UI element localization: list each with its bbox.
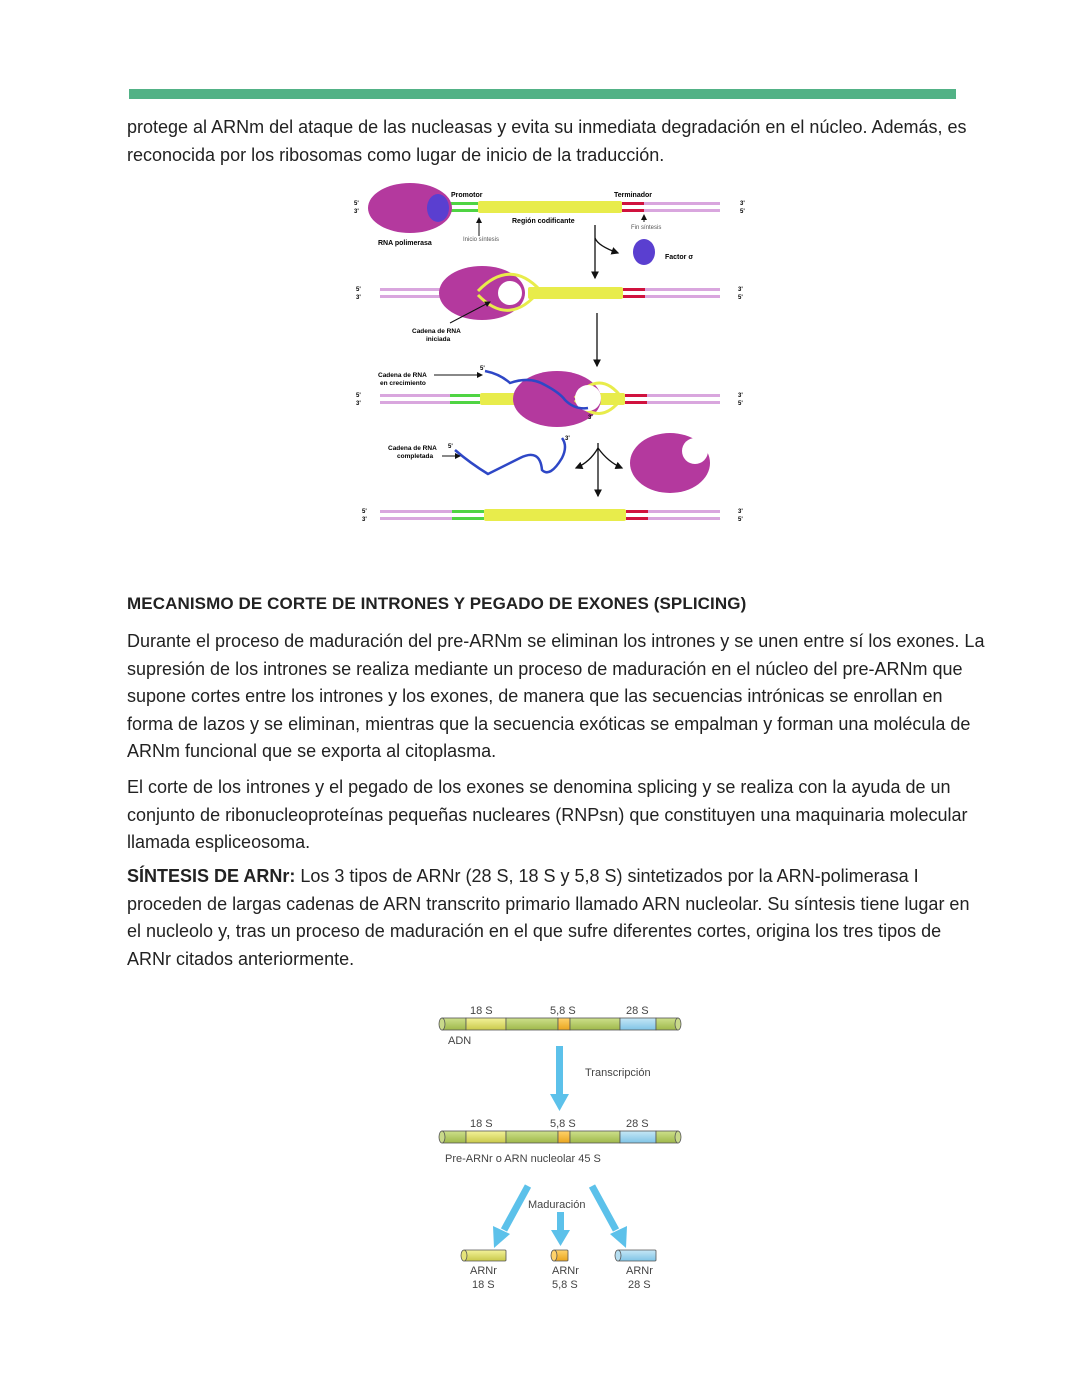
maturation-arrows: Maduración	[493, 1184, 627, 1248]
label-promotor: Promotor	[451, 192, 483, 199]
paragraph-splicing: El corte de los intrones y el pegado de …	[127, 777, 968, 852]
completed-rna-strand	[454, 437, 567, 476]
label-maduracion: Maduración	[528, 1199, 585, 1211]
svg-text:18 S: 18 S	[470, 1005, 493, 1017]
svg-text:5': 5'	[362, 509, 367, 515]
header-accent-bar	[129, 89, 956, 99]
paragraph-maduracion: Durante el proceso de maduración del pre…	[127, 631, 985, 761]
svg-text:completada: completada	[397, 453, 434, 460]
sigma-factor-released	[633, 239, 655, 265]
svg-text:5': 5'	[480, 366, 485, 372]
svg-text:3': 3'	[588, 415, 593, 421]
svg-text:28 S: 28 S	[626, 1005, 649, 1017]
svg-text:3': 3'	[362, 517, 367, 523]
svg-text:5': 5'	[448, 444, 453, 450]
svg-text:5': 5'	[740, 209, 745, 215]
growing-rna-strand	[484, 369, 589, 410]
label-transcripcion: Transcripción	[585, 1067, 651, 1079]
svg-text:5': 5'	[354, 201, 359, 207]
arnr-58s-product: ARNr 5,8 S	[550, 1249, 579, 1291]
svg-text:5,8 S: 5,8 S	[550, 1118, 576, 1130]
svg-text:5,8 S: 5,8 S	[552, 1279, 578, 1291]
dna-row-2: 5' 3' 3' 5' Cadena de RNA iniciada	[356, 266, 743, 368]
svg-text:5,8 S: 5,8 S	[550, 1005, 576, 1017]
label-terminador: Terminador	[614, 192, 652, 199]
svg-text:3': 3'	[738, 509, 743, 515]
label-region-codificante: Región codificante	[512, 218, 575, 225]
adn-bar: 18 S 5,8 S 28 S ADN	[438, 1005, 682, 1047]
svg-text:5': 5'	[356, 393, 361, 399]
svg-text:iniciada: iniciada	[426, 336, 451, 343]
dna-row-1: 5' 3' 3' 5' Promotor Terminador Región c…	[354, 183, 745, 280]
svg-text:3': 3'	[738, 287, 743, 293]
svg-text:3': 3'	[738, 393, 743, 399]
label-inicio-sintesis: Inicio síntesis	[463, 237, 499, 243]
svg-text:18 S: 18 S	[470, 1118, 493, 1130]
svg-text:5': 5'	[738, 517, 743, 523]
dna-row-3: 5' 3' 3' 5' 5' 3' Cadena de RNA en creci…	[356, 366, 743, 427]
svg-text:5': 5'	[738, 295, 743, 301]
arnr-28s-product: ARNr 28 S	[614, 1249, 657, 1291]
svg-text:3': 3'	[740, 201, 745, 207]
label-cadena-iniciada: Cadena de RNA	[412, 328, 461, 335]
label-adn: ADN	[448, 1035, 471, 1047]
label-fin-sintesis: Fin síntesis	[631, 225, 661, 231]
svg-text:5': 5'	[738, 401, 743, 407]
section-heading: MECANISMO DE CORTE DE INTRONES Y PEGADO …	[127, 594, 747, 613]
svg-text:5': 5'	[356, 287, 361, 293]
transcription-diagram: 5' 3' 3' 5' Promotor Terminador Región c…	[354, 183, 745, 523]
sintesis-lead: SÍNTESIS DE ARNr:	[127, 866, 296, 886]
svg-text:3': 3'	[565, 436, 570, 442]
intro-paragraph: protege al ARNm del ataque de las nuclea…	[127, 114, 987, 169]
svg-text:ARNr: ARNr	[552, 1265, 579, 1277]
label-cadena-crecimiento: Cadena de RNA	[378, 372, 427, 379]
svg-text:3': 3'	[356, 401, 361, 407]
svg-text:18 S: 18 S	[472, 1279, 495, 1291]
svg-text:ARNr: ARNr	[626, 1265, 653, 1277]
svg-text:ARNr: ARNr	[470, 1265, 497, 1277]
svg-text:28 S: 28 S	[626, 1118, 649, 1130]
transcription-arrow: Transcripción	[550, 1046, 651, 1111]
sigma-factor-bound	[427, 194, 449, 222]
svg-text:3': 3'	[356, 295, 361, 301]
arnr-18s-product: ARNr 18 S	[460, 1249, 507, 1291]
label-cadena-completada: Cadena de RNA	[388, 445, 437, 452]
dna-row-5: 5' 3' 3' 5'	[362, 509, 743, 523]
label-pre-arnr: Pre-ARNr o ARN nucleolar 45 S	[445, 1153, 601, 1165]
arnr-synthesis-diagram: 18 S 5,8 S 28 S ADN Transcripción 18 S 5…	[438, 1005, 682, 1291]
paragraph-sintesis-arnr: SÍNTESIS DE ARNr: Los 3 tipos de ARNr (2…	[127, 866, 970, 969]
pre-arnr-bar: 18 S 5,8 S 28 S Pre-ARNr o ARN nucleolar…	[438, 1118, 682, 1165]
intro-text: protege al ARNm del ataque de las nuclea…	[127, 117, 967, 165]
rna-polymerase	[368, 183, 452, 233]
label-factor-sigma: Factor σ	[665, 254, 693, 261]
label-rna-polimerasa: RNA polimerasa	[378, 240, 432, 247]
svg-text:en crecimiento: en crecimiento	[380, 380, 426, 387]
svg-text:28 S: 28 S	[628, 1279, 651, 1291]
termination-row: 5' 3' Cadena de RNA completada	[388, 433, 710, 498]
svg-text:3': 3'	[354, 209, 359, 215]
